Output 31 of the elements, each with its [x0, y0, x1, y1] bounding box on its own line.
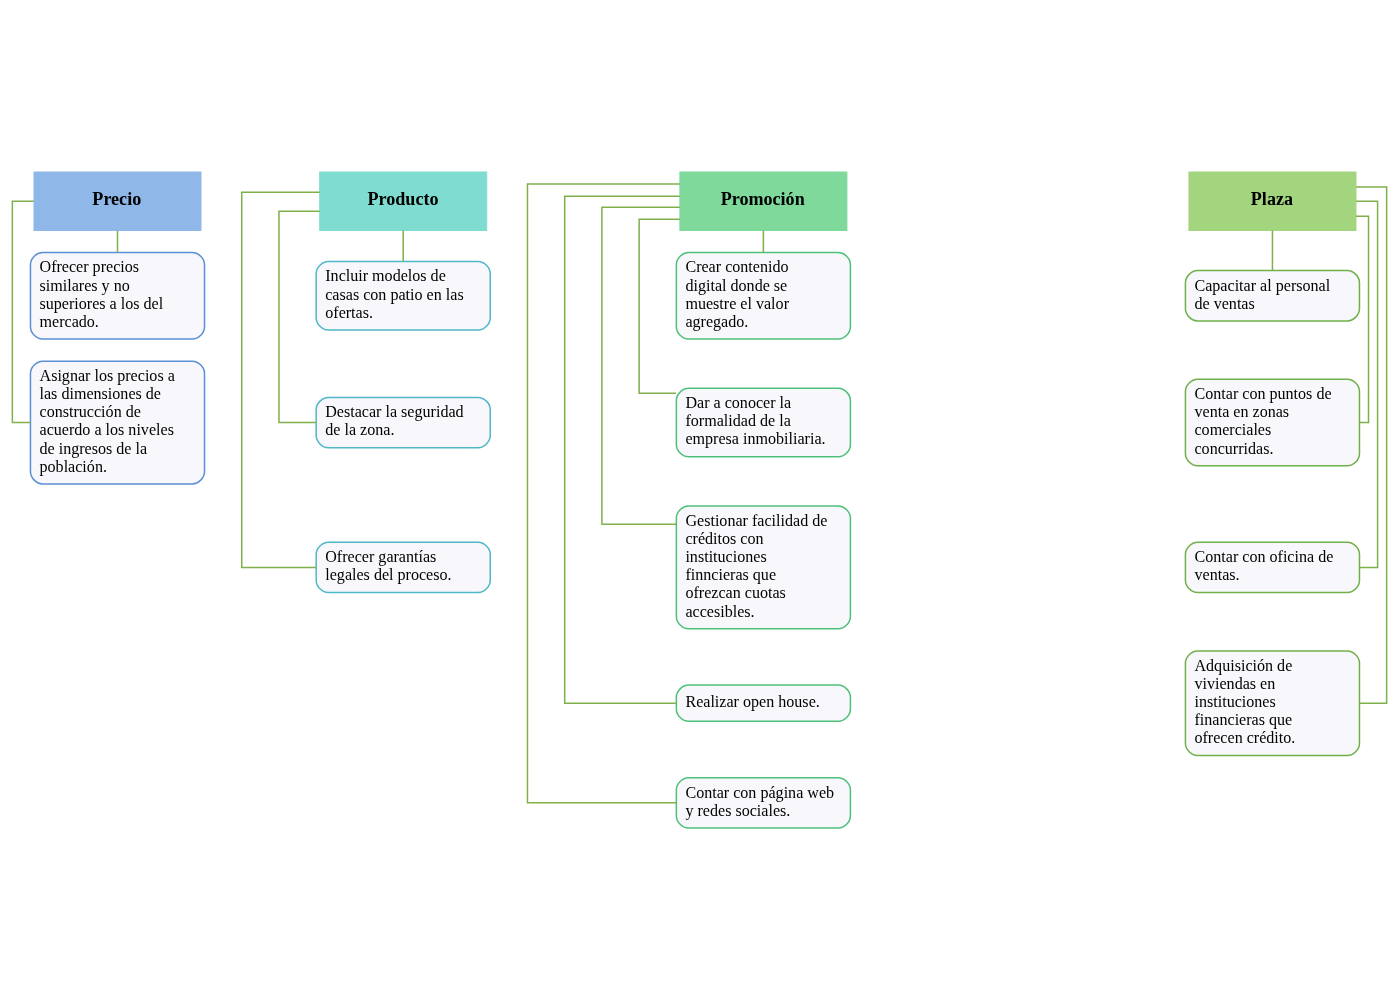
node-box: Producto	[319, 171, 488, 231]
connector	[278, 210, 321, 424]
connector	[241, 191, 321, 569]
node-box: Contar con oficina de ventas.	[1184, 541, 1361, 594]
node-box: Ofrecer garantías legales del proceso.	[315, 541, 491, 594]
node-box: Gestionar facilidad de créditos con instituciones finncieras que ofrezcan cuotas accesibles.	[675, 505, 852, 630]
connector	[1355, 200, 1379, 569]
connector	[638, 218, 681, 395]
node-box: Capacitar al personal de ventas	[1184, 269, 1361, 322]
node-box: Ofrecer precios similares y no superiores a los del mercado.	[29, 251, 206, 340]
connector	[1271, 229, 1274, 272]
node-box: Dar a conocer la formalidad de la empresa inmobiliaria.	[675, 387, 852, 458]
node-box: Precio	[33, 171, 202, 231]
connector	[116, 229, 119, 254]
connector	[1355, 186, 1388, 704]
node-box: Contar con página web y redes sociales.	[675, 776, 852, 829]
connector	[1355, 215, 1370, 424]
connector	[526, 183, 681, 804]
connector	[601, 206, 681, 525]
node-box: Realizar open house.	[675, 684, 852, 723]
connector	[402, 229, 404, 263]
node-box: Adquisición de viviendas en instituciones financieras que ofrecen crédito.	[1184, 650, 1361, 757]
node-box: Destacar la seguridad de la zona.	[315, 396, 491, 449]
node-box: Plaza	[1188, 171, 1357, 231]
connector	[762, 229, 765, 254]
node-box: Contar con puntos de venta en zonas comerciales concurridas.	[1184, 378, 1361, 467]
node-box: Incluir modelos de casas con patio en las ofertas.	[315, 260, 491, 331]
node-box: Asignar los precios a las dimensiones de construcción de acuerdo a los niveles de ingresos de la población.	[29, 360, 206, 485]
node-box: Promoción	[679, 171, 848, 231]
node-box: Crear contenido digital donde se muestre el valor agregado.	[675, 251, 852, 340]
connector	[563, 195, 681, 704]
